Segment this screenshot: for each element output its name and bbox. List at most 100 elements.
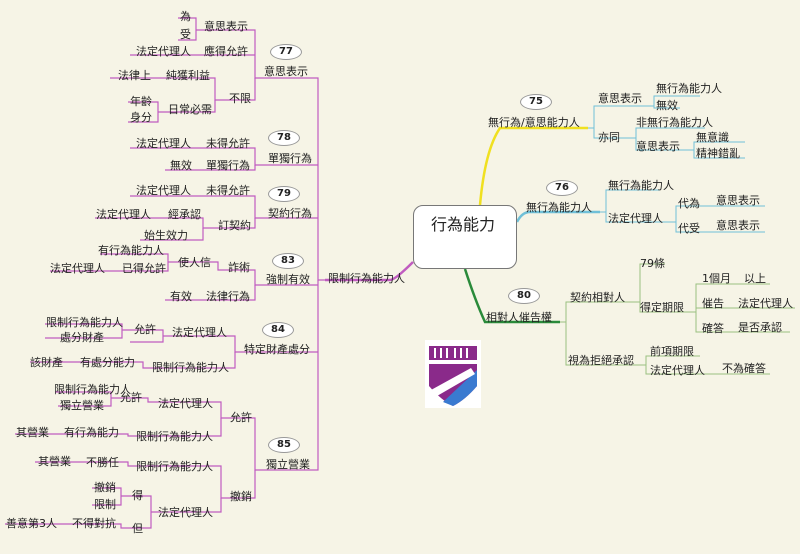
node-77-legally[interactable]: 法律上 xyxy=(118,69,151,82)
node-85-bona-fide[interactable]: 善意第3人 xyxy=(6,517,57,530)
node-77-age[interactable]: 年齡 xyxy=(130,95,152,108)
node-84-the-property[interactable]: 該財產 xyxy=(30,356,63,369)
node-85-revoke-2[interactable]: 撤銷 xyxy=(94,481,116,494)
node-80-counterparty[interactable]: 契約相對人 xyxy=(570,291,625,304)
node-80-demand[interactable]: 催告 xyxy=(702,297,724,310)
node-80-demand-right[interactable]: 相對人催告權 xyxy=(486,311,552,324)
node-78-no-permit[interactable]: 未得允許 xyxy=(206,137,250,150)
node-80-or-more[interactable]: 以上 xyxy=(744,272,766,285)
node-85-permit[interactable]: 允許 xyxy=(230,411,252,424)
node-84-disposal-capacity[interactable]: 有處分能力 xyxy=(80,356,135,369)
badge-79: 79 xyxy=(268,186,300,202)
node-80-set-period[interactable]: 得定期限 xyxy=(640,301,684,314)
node-75-declaration-2[interactable]: 意思表示 xyxy=(636,140,680,153)
node-77-status[interactable]: 身分 xyxy=(130,111,152,124)
node-85-revoke[interactable]: 撤銷 xyxy=(230,490,252,503)
node-85-independent[interactable]: 獨立營業 xyxy=(60,399,104,412)
node-75-incapable[interactable]: 無行為/意思能力人 xyxy=(488,116,580,129)
node-83-valid[interactable]: 有效 xyxy=(170,290,192,303)
node-83-make-believe[interactable]: 使人信 xyxy=(178,256,211,269)
node-75-void[interactable]: 無效 xyxy=(656,99,678,112)
node-76-declaration-2[interactable]: 意思表示 xyxy=(716,219,760,232)
node-restricted-capacity[interactable]: 限制行為能力人 xyxy=(328,272,405,285)
node-77-shou[interactable]: 受 xyxy=(180,28,191,41)
node-77-wei[interactable]: 為 xyxy=(180,10,191,23)
node-76-act-on-behalf[interactable]: 代為 xyxy=(678,197,700,210)
node-83-capable-person[interactable]: 有行為能力人 xyxy=(98,244,164,257)
logo-shield-icon xyxy=(425,340,481,408)
node-77-unlimited[interactable]: 不限 xyxy=(229,92,251,105)
node-76-legal-rep[interactable]: 法定代理人 xyxy=(608,212,663,225)
node-85-restricted-person-3[interactable]: 限制行為能力人 xyxy=(136,460,213,473)
badge-78: 78 xyxy=(268,130,300,146)
branch-80-lines xyxy=(463,263,795,375)
node-83-legal-act[interactable]: 法律行為 xyxy=(206,290,250,303)
node-85-restricted-person[interactable]: 限制行為能力人 xyxy=(54,383,131,396)
node-76-declaration[interactable]: 意思表示 xyxy=(716,194,760,207)
node-85-restrict[interactable]: 限制 xyxy=(94,498,116,511)
node-80-legal-rep[interactable]: 法定代理人 xyxy=(738,297,793,310)
node-83-legal-rep[interactable]: 法定代理人 xyxy=(50,262,105,275)
node-85-cannot-oppose[interactable]: 不得對抗 xyxy=(72,517,116,530)
node-79-legal-rep-2[interactable]: 法定代理人 xyxy=(96,208,151,221)
node-78-unilateral[interactable]: 單獨行為 xyxy=(268,152,312,165)
node-75-declaration[interactable]: 意思表示 xyxy=(598,92,642,105)
node-77-legal-rep[interactable]: 法定代理人 xyxy=(136,45,191,58)
node-85-permit-2[interactable]: 允許 xyxy=(120,391,142,404)
node-80-no-reply[interactable]: 不為確答 xyxy=(722,362,766,375)
node-84-legal-rep[interactable]: 法定代理人 xyxy=(172,326,227,339)
node-79-effective[interactable]: 始生效力 xyxy=(144,229,188,242)
badge-83: 83 xyxy=(272,253,304,269)
node-83-permitted[interactable]: 已得允許 xyxy=(122,262,166,275)
node-85-incompetent[interactable]: 不勝任 xyxy=(86,456,119,469)
node-76-receive-on-behalf[interactable]: 代受 xyxy=(678,222,700,235)
node-80-article-79[interactable]: 79條 xyxy=(640,257,665,270)
node-80-deemed-refusal[interactable]: 視為拒絕承認 xyxy=(568,354,634,367)
node-77-pure-benefit[interactable]: 純獲利益 xyxy=(166,69,210,82)
node-85-legal-rep[interactable]: 法定代理人 xyxy=(158,397,213,410)
node-84-restricted-person-2[interactable]: 限制行為能力人 xyxy=(152,361,229,374)
node-85-capable[interactable]: 有行為能力 xyxy=(64,426,119,439)
node-85-may[interactable]: 得 xyxy=(132,489,143,502)
node-80-approve-or-not[interactable]: 是否承認 xyxy=(738,321,782,334)
node-75-same[interactable]: 亦同 xyxy=(598,131,620,144)
node-78-unilateral-act[interactable]: 單獨行為 xyxy=(206,159,250,172)
node-85-legal-rep-2[interactable]: 法定代理人 xyxy=(158,506,213,519)
node-78-legal-rep[interactable]: 法定代理人 xyxy=(136,137,191,150)
node-79-contract[interactable]: 契約行為 xyxy=(268,207,312,220)
node-84-permit[interactable]: 允許 xyxy=(134,323,156,336)
node-79-approved[interactable]: 經承認 xyxy=(168,208,201,221)
node-84-property-disposal[interactable]: 特定財產處分 xyxy=(244,343,310,356)
node-80-prior-period[interactable]: 前項期限 xyxy=(650,345,694,358)
node-75-insanity[interactable]: 精神錯亂 xyxy=(696,147,740,160)
node-80-legal-rep-2[interactable]: 法定代理人 xyxy=(650,364,705,377)
branch-76-lines xyxy=(515,189,765,233)
node-85-restricted-person-2[interactable]: 限制行為能力人 xyxy=(136,430,213,443)
node-79-sign-contract[interactable]: 訂契約 xyxy=(218,219,251,232)
node-77-declaration[interactable]: 意思表示 xyxy=(264,65,308,78)
node-77-daily-need[interactable]: 日常必需 xyxy=(168,103,212,116)
node-79-no-permit[interactable]: 未得允許 xyxy=(206,184,250,197)
node-75-not-incapable[interactable]: 非無行為能力人 xyxy=(636,116,713,129)
node-83-mandatory-valid[interactable]: 強制有效 xyxy=(266,273,310,286)
node-80-confirm[interactable]: 確答 xyxy=(702,322,724,335)
badge-85: 85 xyxy=(268,437,300,453)
node-79-legal-rep[interactable]: 法定代理人 xyxy=(136,184,191,197)
node-78-void[interactable]: 無效 xyxy=(170,159,192,172)
node-85-its-business-2[interactable]: 其營業 xyxy=(38,455,71,468)
node-85-its-business[interactable]: 其營業 xyxy=(16,426,49,439)
node-76-incapable-person[interactable]: 無行為能力人 xyxy=(608,179,674,192)
node-77-decl[interactable]: 意思表示 xyxy=(204,20,248,33)
node-75-unconscious[interactable]: 無意識 xyxy=(696,131,729,144)
node-76-incapable[interactable]: 無行為能力人 xyxy=(526,201,592,214)
node-75-incapable-person[interactable]: 無行為能力人 xyxy=(656,82,722,95)
node-84-dispose-property[interactable]: 處分財產 xyxy=(60,331,104,344)
node-85-but[interactable]: 但 xyxy=(132,522,143,535)
node-83-fraud[interactable]: 詐術 xyxy=(228,261,250,274)
node-84-restricted-person[interactable]: 限制行為能力人 xyxy=(46,316,123,329)
node-85-independent-business[interactable]: 獨立營業 xyxy=(266,458,310,471)
central-topic[interactable]: 行為能力 xyxy=(413,205,517,269)
node-77-should-permit[interactable]: 應得允許 xyxy=(204,45,248,58)
branch-75-lines xyxy=(478,95,745,206)
node-80-one-month[interactable]: 1個月 xyxy=(702,272,731,285)
